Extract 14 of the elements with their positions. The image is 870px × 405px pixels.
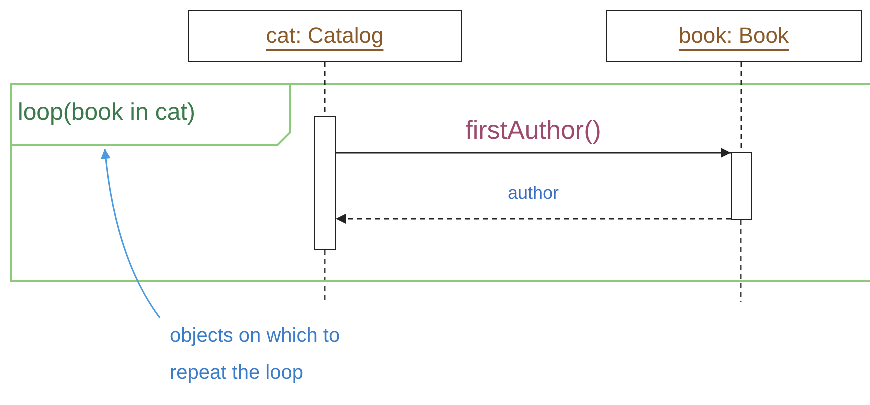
message-arrow bbox=[336, 148, 731, 158]
activation-bar bbox=[731, 152, 752, 220]
message-arrow bbox=[336, 214, 731, 224]
message-label: firstAuthor() bbox=[466, 115, 602, 146]
loop-frame bbox=[10, 83, 870, 282]
leader-arrow bbox=[101, 148, 161, 318]
object-name: book: Book bbox=[678, 23, 790, 49]
object-box bbox=[188, 10, 462, 62]
object-box bbox=[606, 10, 862, 62]
object-name: cat: Catalog bbox=[265, 23, 385, 49]
message-label: author bbox=[508, 183, 560, 204]
activation-bar bbox=[314, 116, 336, 250]
loop-label: loop(book in cat) bbox=[18, 99, 196, 127]
note-text: objects on which to repeat the loop bbox=[170, 324, 342, 386]
